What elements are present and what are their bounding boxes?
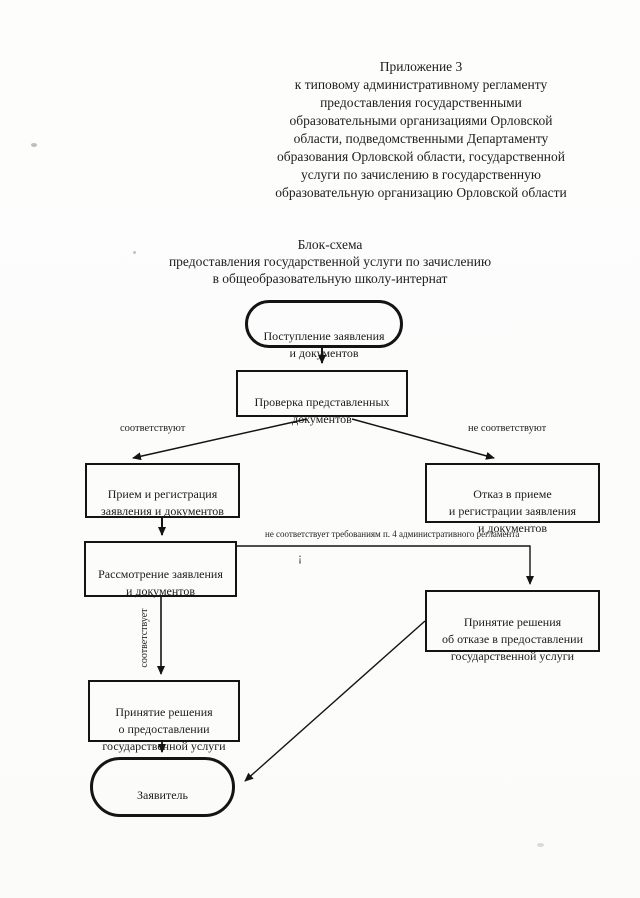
scan-speck: [133, 251, 136, 254]
node-start-label: Поступление заявления и документов: [263, 329, 385, 360]
node-accept-registration-label: Прием и регистрация заявления и документ…: [101, 487, 224, 518]
edge-label-match-plural: соответствуют: [120, 423, 186, 434]
scan-artifact-mark: ¡: [298, 550, 302, 564]
node-refuse-registration-label: Отказ в приеме и регистрации заявления и…: [448, 487, 577, 535]
node-accept-registration: Прием и регистрация заявления и документ…: [85, 463, 240, 518]
node-decision-refuse-label: Принятие решения об отказе в предоставле…: [441, 615, 584, 663]
edge-check-to-accept: [132, 418, 308, 461]
edge-decision-refuse-to-applicant: [244, 620, 426, 782]
node-check-documents: Проверка представленных документов: [236, 370, 408, 426]
node-review-label: Рассмотрение заявления и документов: [98, 567, 223, 598]
node-refuse-registration: Отказ в приеме и регистрации заявления и…: [425, 463, 600, 535]
appendix-header: Приложение 3 к типовому административном…: [275, 59, 567, 200]
node-decision-grant-label: Принятие решения о предоставлении госуда…: [102, 705, 226, 753]
scan-speck: [537, 843, 544, 847]
node-applicant-label: Заявитель: [137, 788, 188, 802]
node-decision-refuse: Принятие решения об отказе в предоставле…: [425, 590, 600, 663]
edge-label-no-match-requirements: не соответствует требованиям п. 4 админи…: [265, 529, 520, 539]
edge-check-to-refuse: [351, 418, 495, 460]
edge-review-to-decision-refuse: [237, 545, 534, 585]
node-applicant: Заявитель: [90, 757, 235, 817]
page-title: Блок-схема предоставления государственно…: [168, 237, 492, 286]
node-decision-grant: Принятие решения о предоставлении госуда…: [88, 680, 240, 753]
edge-label-match-single: соответствует: [139, 608, 150, 668]
scan-speck: [31, 143, 37, 147]
node-start: Поступление заявления и документов: [245, 300, 403, 360]
node-review: Рассмотрение заявления и документов: [84, 541, 237, 598]
edge-label-no-match-plural: не соответствуют: [468, 423, 547, 434]
node-check-documents-label: Проверка представленных документов: [254, 395, 390, 426]
